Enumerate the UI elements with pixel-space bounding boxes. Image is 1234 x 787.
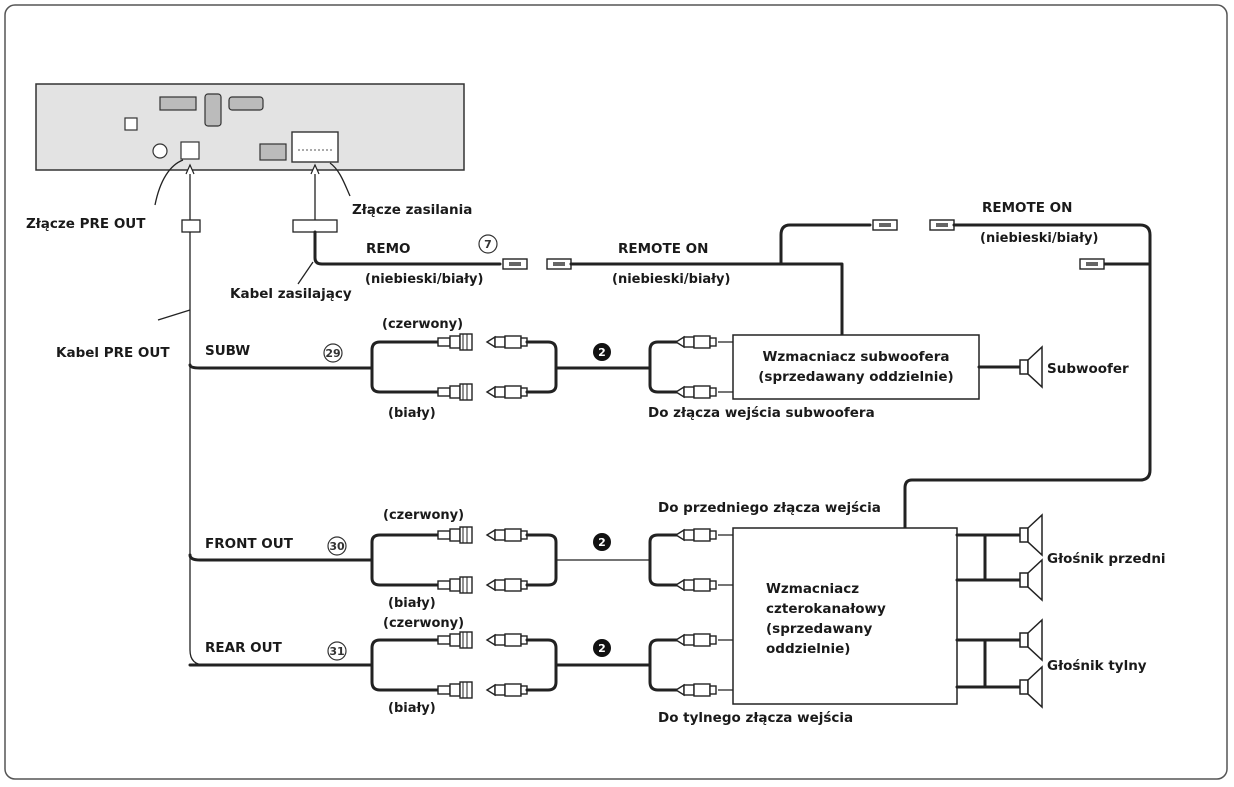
power-connector-label: Złącze zasilania xyxy=(352,202,472,218)
subwoofer-amp-line2: (sprzedawany oddzielnie) xyxy=(758,369,953,385)
subw-number: 29 xyxy=(325,347,340,360)
power-cable-label: Kabel zasilający xyxy=(230,286,352,302)
subw-red-label: (czerwony) xyxy=(382,317,463,332)
remo-label: REMO xyxy=(366,241,411,257)
amp4-line1: Wzmacniacz xyxy=(766,581,859,597)
pre-out-cable-label: Kabel PRE OUT xyxy=(56,345,170,361)
amp4-line4: oddzielnie) xyxy=(766,641,850,657)
remote-on-label-2: REMOTE ON xyxy=(982,200,1072,216)
remo-number: 7 xyxy=(484,238,492,251)
rear-white-label: (biały) xyxy=(388,701,436,716)
subw-label: SUBW xyxy=(205,343,250,359)
four-channel-amplifier xyxy=(732,527,958,705)
subwoofer-amplifier xyxy=(732,334,980,400)
head-unit xyxy=(35,83,465,171)
subw-white-label: (biały) xyxy=(388,406,436,421)
front-speaker-label: Głośnik przedni xyxy=(1047,551,1166,567)
rear-number: 31 xyxy=(329,645,344,658)
front-extension-number: 2 xyxy=(598,536,606,549)
subw-input-label: Do złącza wejścia subwoofera xyxy=(648,405,875,421)
amp4-line3: (sprzedawany xyxy=(766,621,873,637)
front-out-label: FRONT OUT xyxy=(205,536,294,552)
front-input-label: Do przedniego złącza wejścia xyxy=(658,500,881,516)
rear-extension-number: 2 xyxy=(598,642,606,655)
subwoofer-amp-line1: Wzmacniacz subwoofera xyxy=(763,349,950,365)
pre-out-socket xyxy=(180,141,200,160)
remo-color-label: (niebieski/biały) xyxy=(365,272,483,287)
rear-out-label: REAR OUT xyxy=(205,640,283,656)
subw-extension-number: 2 xyxy=(598,346,606,359)
remote-on-label: REMOTE ON xyxy=(618,241,708,257)
rear-input-label: Do tylnego złącza wejścia xyxy=(658,710,853,726)
rear-speaker-label: Głośnik tylny xyxy=(1047,658,1147,674)
amp4-line2: czterokanałowy xyxy=(766,601,886,617)
remote-on-color-label-2: (niebieski/biały) xyxy=(980,231,1098,246)
power-socket xyxy=(291,131,339,163)
front-red-label: (czerwony) xyxy=(383,508,464,523)
rear-red-label: (czerwony) xyxy=(383,616,464,631)
subwoofer-label: Subwoofer xyxy=(1047,361,1129,377)
remote-on-color-label: (niebieski/biały) xyxy=(612,272,730,287)
front-number: 30 xyxy=(329,540,345,553)
front-white-label: (biały) xyxy=(388,596,436,611)
pre-out-connector-label: Złącze PRE OUT xyxy=(26,216,146,232)
